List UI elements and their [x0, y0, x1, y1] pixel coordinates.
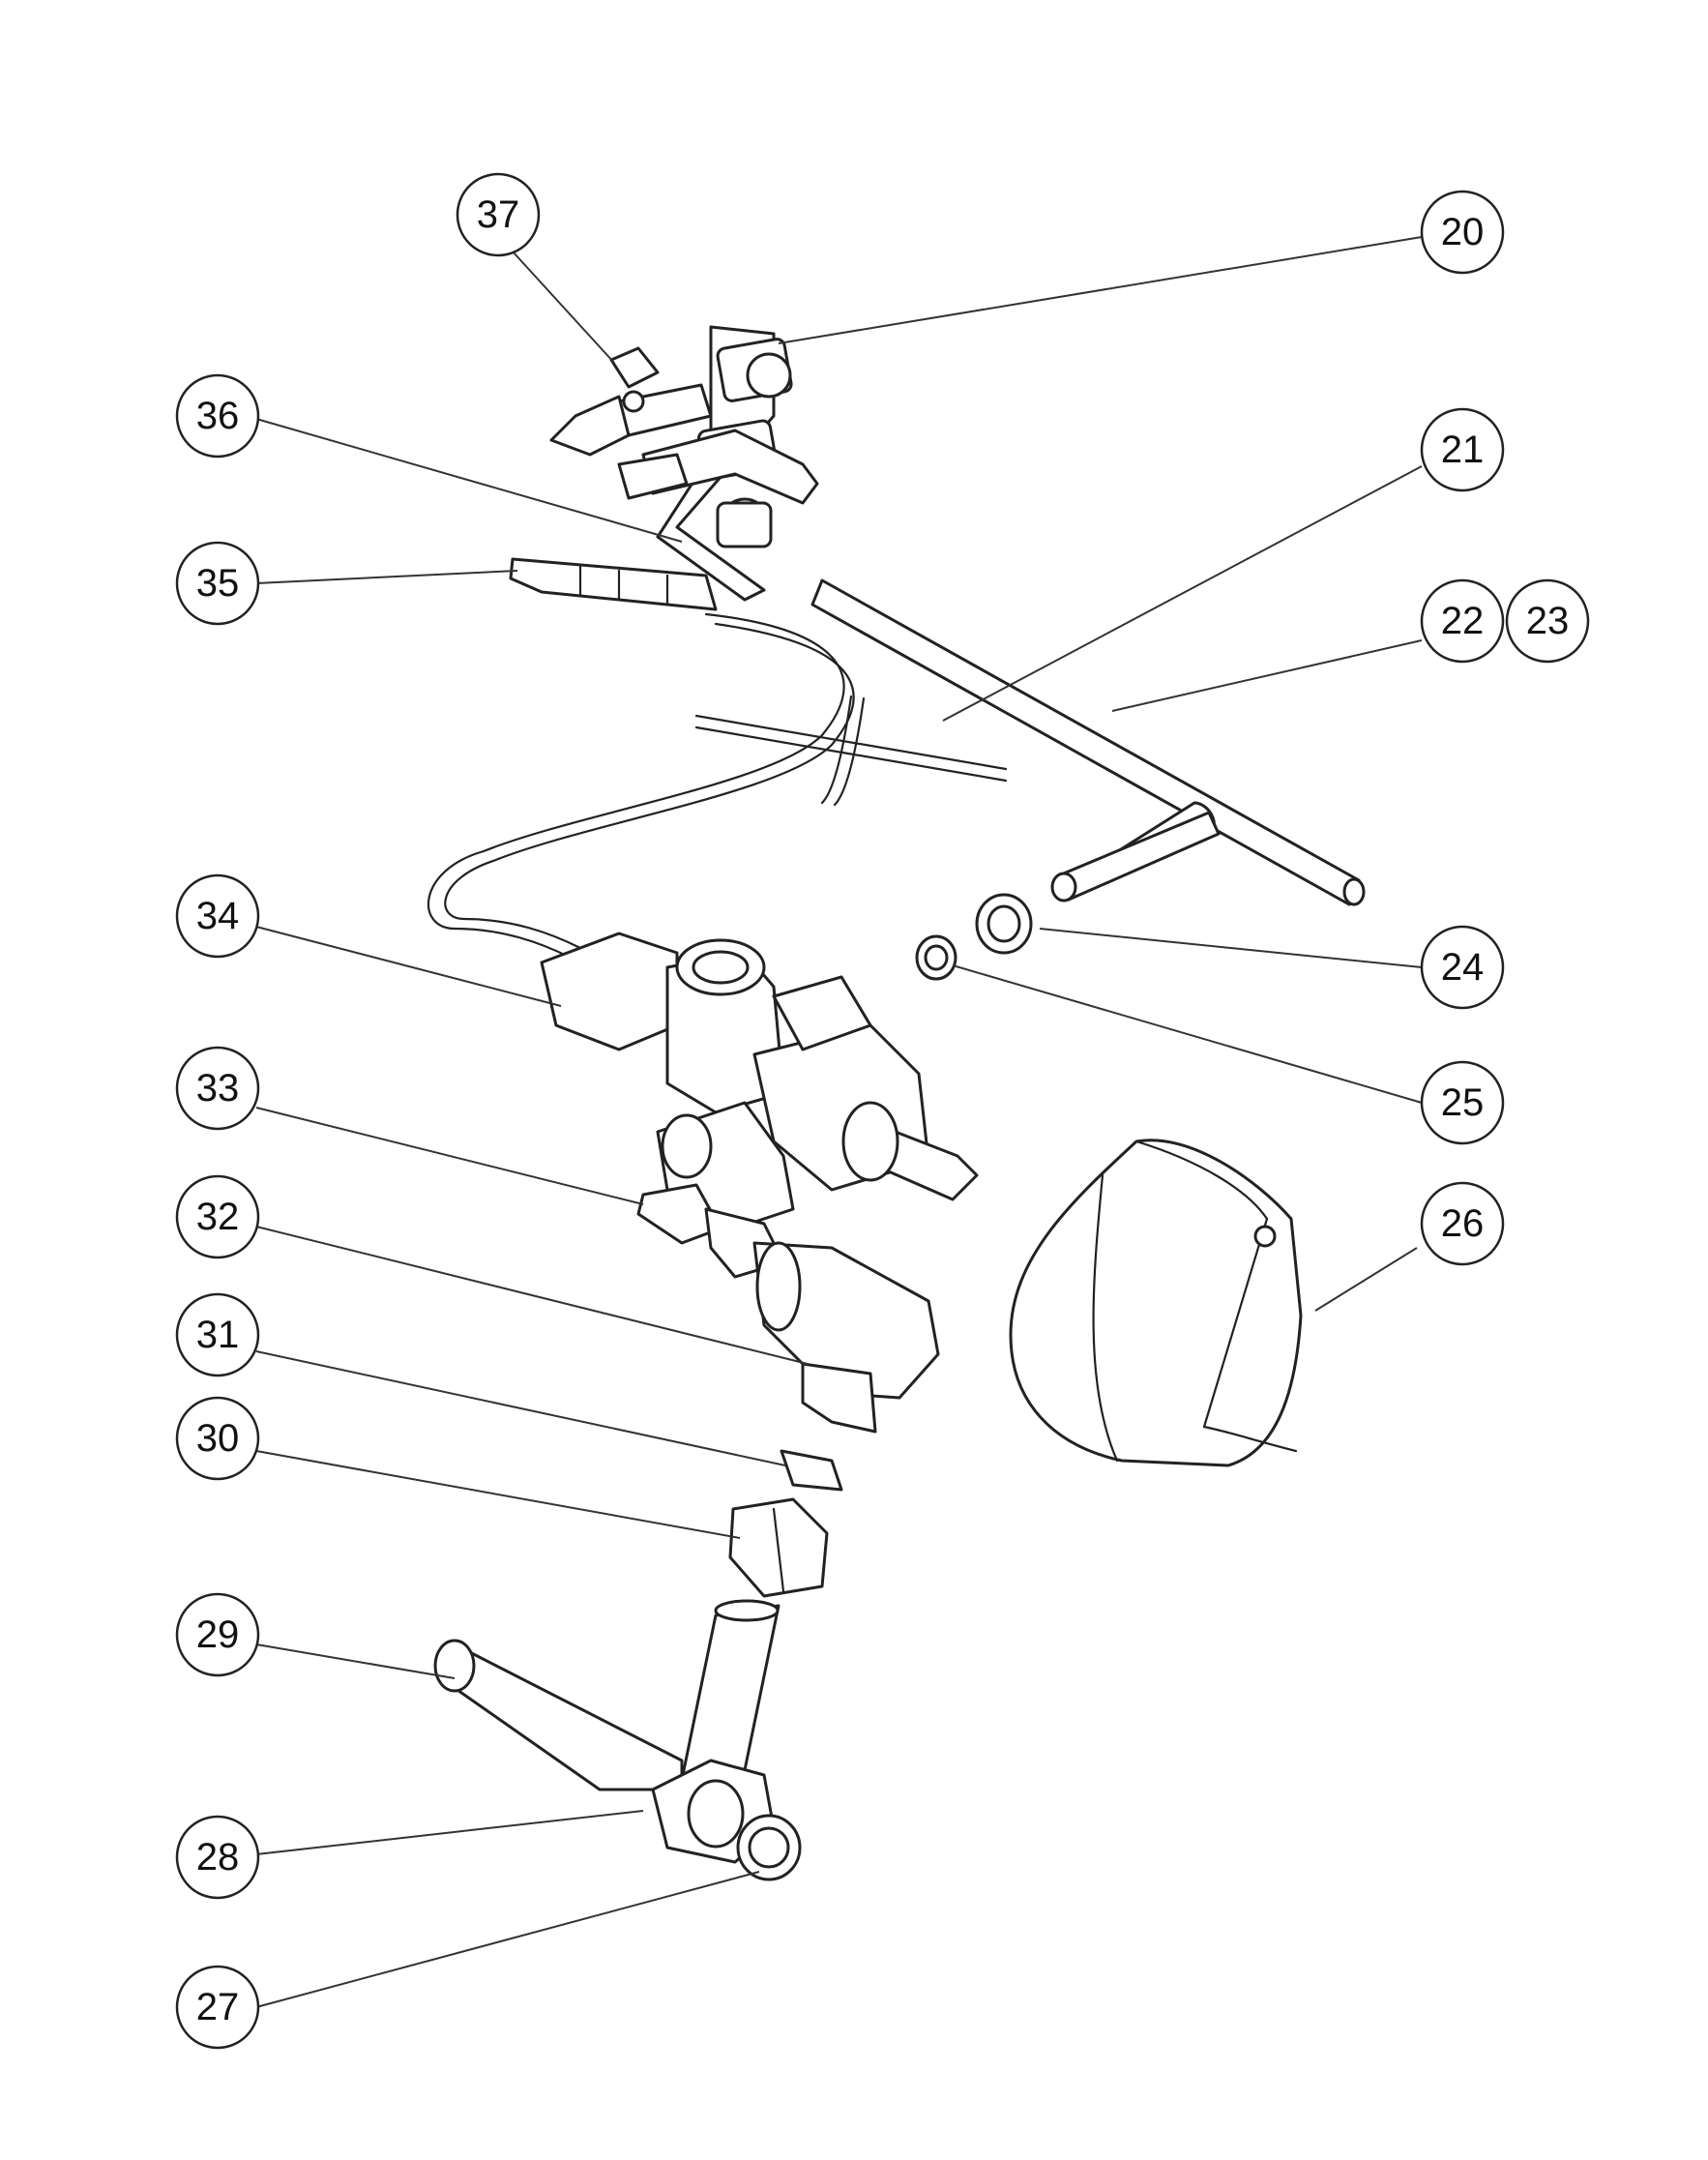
- callout-32-label: 32: [196, 1196, 240, 1238]
- callout-34: 34: [175, 873, 260, 959]
- callout-21-label: 21: [1441, 429, 1485, 471]
- control-knob-part: [1009, 1139, 1303, 1467]
- callout-32: 32: [175, 1174, 260, 1259]
- cap-part: [736, 1814, 802, 1881]
- callout-20: 20: [1420, 190, 1505, 275]
- callout-31: 31: [175, 1292, 260, 1377]
- leader-37: [512, 251, 615, 364]
- callout-25: 25: [1420, 1060, 1505, 1145]
- leader-36: [255, 418, 683, 543]
- callout-30-label: 30: [196, 1417, 240, 1460]
- callout-27: 27: [175, 1965, 260, 2050]
- l-tube-part: [433, 1599, 780, 1791]
- leader-24: [1039, 928, 1423, 968]
- orifice-fittings: [915, 893, 1033, 981]
- callout-36-label: 36: [196, 395, 240, 437]
- callout-25-label: 25: [1441, 1081, 1485, 1124]
- callout-37-label: 37: [477, 193, 520, 236]
- callout-28-label: 28: [196, 1836, 240, 1879]
- leader-35: [255, 570, 518, 584]
- leader-34: [255, 926, 562, 1007]
- callout-26: 26: [1420, 1181, 1505, 1266]
- callout-34-label: 34: [196, 895, 240, 937]
- callout-23: 23: [1505, 578, 1590, 664]
- callout-22-label: 22: [1441, 600, 1485, 642]
- gas-valve-part: [540, 932, 979, 1230]
- pilot-tip-part: [609, 346, 660, 389]
- callout-24-label: 24: [1441, 946, 1485, 989]
- burner-tube-part: [810, 578, 1366, 906]
- callout-30: 30: [175, 1396, 260, 1481]
- leader-25: [952, 964, 1423, 1104]
- callout-28: 28: [175, 1815, 260, 1900]
- callout-27-label: 27: [196, 1986, 240, 2028]
- elbow-connector-part: [636, 1183, 940, 1434]
- callout-29-label: 29: [196, 1613, 240, 1656]
- ferrule-part: [780, 1449, 843, 1492]
- callout-36: 36: [175, 373, 260, 459]
- thermocouple-part: [427, 557, 855, 960]
- callout-35: 35: [175, 541, 260, 626]
- leader-20: [778, 236, 1423, 344]
- callout-29: 29: [175, 1592, 260, 1677]
- callout-35-label: 35: [196, 562, 240, 605]
- callout-37: 37: [456, 172, 541, 257]
- leader-31: [255, 1350, 786, 1466]
- leader-26: [1314, 1247, 1418, 1312]
- leader-22: [1111, 639, 1423, 712]
- callout-23-label: 23: [1526, 600, 1570, 642]
- callout-22: 22: [1420, 578, 1505, 664]
- leader-29: [255, 1643, 456, 1679]
- leader-33: [255, 1107, 644, 1205]
- spreader-wire-part: [694, 695, 1008, 807]
- leader-32: [255, 1226, 809, 1365]
- compression-nut-part: [728, 1497, 829, 1598]
- callout-21: 21: [1420, 407, 1505, 492]
- leader-27: [255, 1871, 760, 2008]
- callout-20-label: 20: [1441, 211, 1485, 253]
- pilot-bracket-assembly: [549, 325, 819, 602]
- leader-21: [942, 465, 1423, 722]
- callout-24: 24: [1420, 925, 1505, 1010]
- leader-30: [255, 1450, 741, 1539]
- callout-33: 33: [175, 1046, 260, 1131]
- leader-lines: [255, 236, 1423, 2008]
- callout-26-label: 26: [1441, 1202, 1485, 1245]
- callout-33-label: 33: [196, 1067, 240, 1110]
- leader-28: [255, 1810, 644, 1855]
- callout-31-label: 31: [196, 1314, 240, 1356]
